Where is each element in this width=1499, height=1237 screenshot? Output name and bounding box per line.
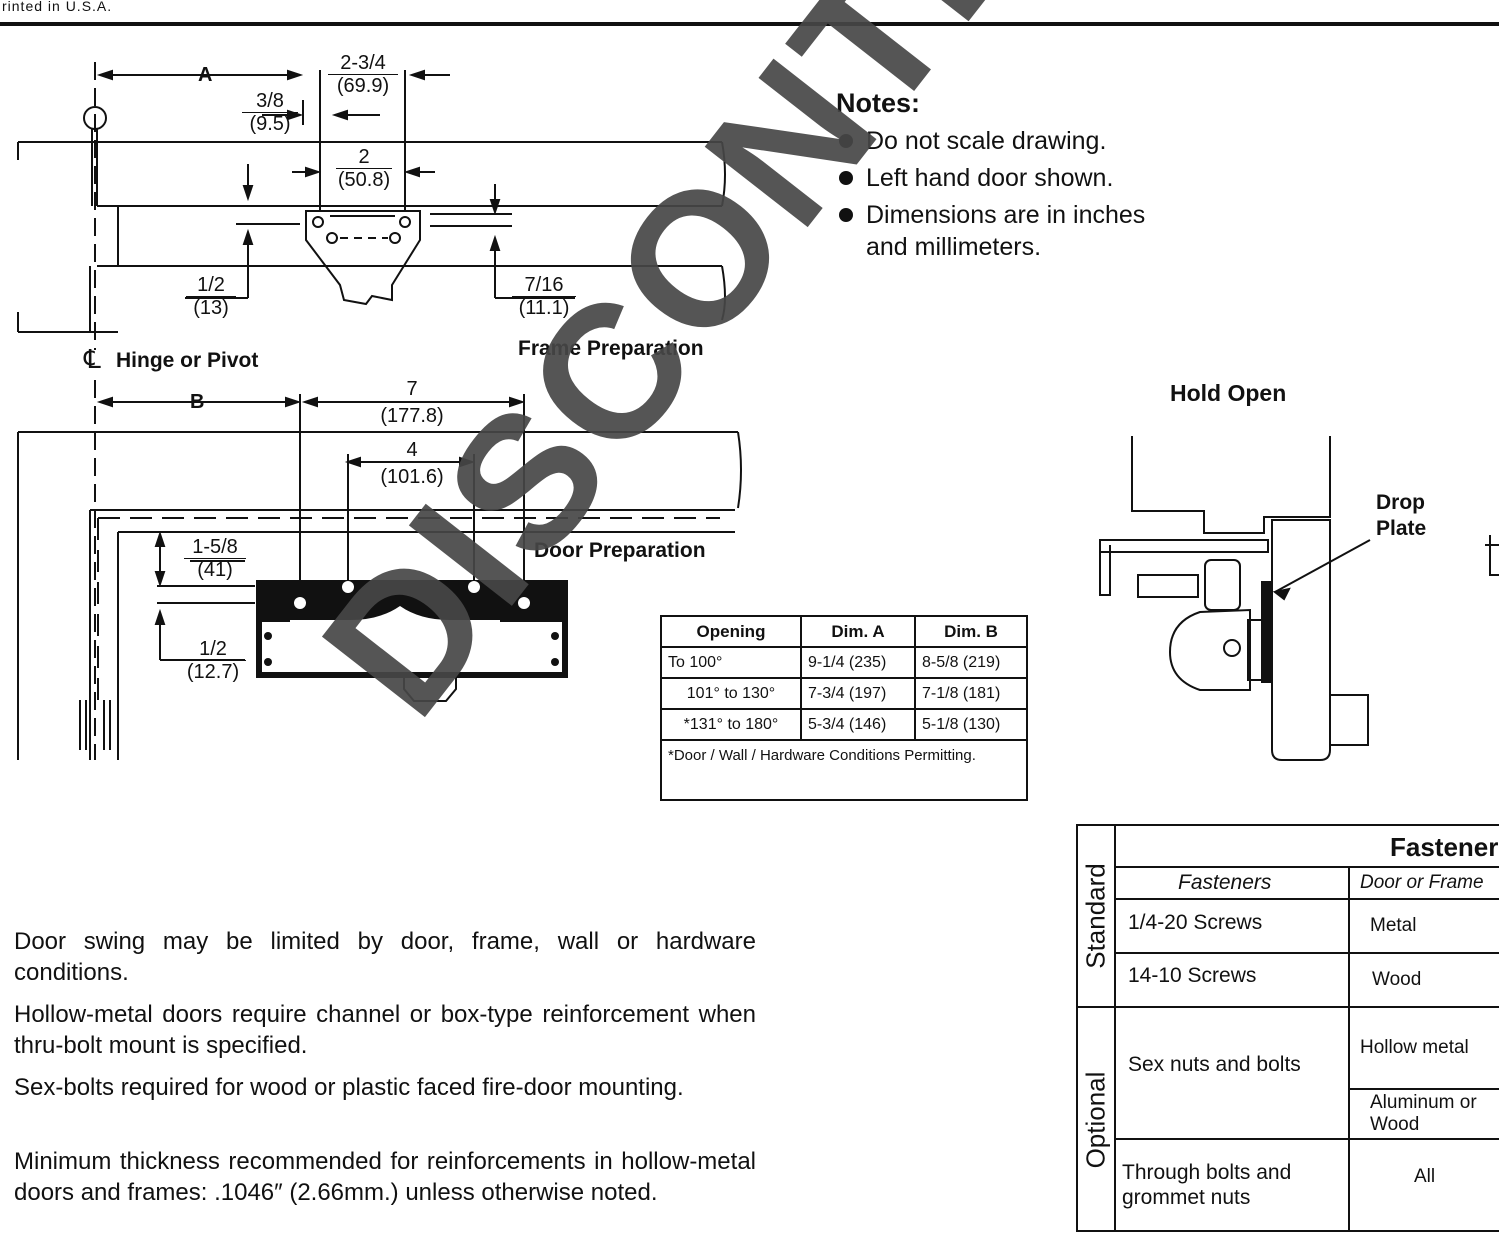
paragraph-min-thickness: Minimum thickness recommended for reinfo…: [14, 1148, 756, 1206]
divider: [1348, 1088, 1499, 1090]
divider: [1348, 866, 1350, 1230]
cell-opening: To 100°: [660, 646, 802, 679]
dim-4-in: 4: [406, 439, 418, 461]
divider: [1114, 1138, 1499, 1140]
table-header-row: Opening Dim. A Dim. B: [660, 615, 1028, 648]
top-rule: [0, 22, 1499, 26]
cell-opening: 101° to 130°: [660, 677, 802, 710]
dim-3-8-in: 3/8: [242, 90, 298, 113]
paragraph-door-swing: Door swing may be limited by door, frame…: [14, 928, 756, 986]
dim-7-16-mm: (11.1): [518, 297, 570, 319]
notes-section: Notes: Do not scale drawing. Left hand d…: [836, 88, 1186, 268]
col-door-frame: Door or Frame: [1360, 872, 1484, 893]
table-row: To 100° 9-1/4 (235) 8-5/8 (219): [660, 646, 1028, 679]
paragraph-sex-bolts: Sex-bolts required for wood or plastic f…: [14, 1074, 684, 1101]
optional-label: Optional: [1080, 1071, 1111, 1169]
cell-dim-a: 7-3/4 (197): [800, 677, 916, 710]
hold-open-drawing: [1099, 436, 1499, 761]
dimension-table: Opening Dim. A Dim. B To 100° 9-1/4 (235…: [660, 615, 1028, 801]
dim-2-mm: (50.8): [337, 169, 391, 191]
notes-heading: Notes:: [836, 88, 921, 118]
hold-open-title: Hold Open: [1170, 380, 1287, 406]
dim-2: 2 (50.8): [336, 146, 392, 191]
dim-7: 7: [372, 378, 452, 400]
cell-dim-a: 9-1/4 (235): [800, 646, 916, 679]
dim-7-in: 7: [406, 378, 418, 400]
table-footnote: *Door / Wall / Hardware Conditions Permi…: [660, 739, 1028, 801]
cell-dim-a: 5-3/4 (146): [800, 708, 916, 741]
dim-1-2-frame: 1/2 (13): [186, 274, 236, 319]
dim-7-16: 7/16 (11.1): [512, 274, 576, 319]
dim-1-5-8-mm: (41): [197, 559, 233, 581]
fastener-row-4: Through bolts and grommet nuts: [1122, 1161, 1292, 1209]
cell-opening: *131° to 180°: [660, 708, 802, 741]
material-row-4: All: [1414, 1166, 1436, 1187]
paragraph-hollow-metal: Hollow-metal doors require channel or bo…: [14, 1001, 756, 1059]
divider: [1114, 898, 1499, 900]
dim-2-3-4-mm: (69.9): [336, 75, 390, 97]
material-row-3b: Aluminum or Wood: [1370, 1092, 1477, 1135]
door-preparation-title: Door Preparation: [534, 539, 706, 562]
note-item: Left hand door shown.: [836, 162, 1186, 194]
fasteners-title: Fasteners: [1390, 831, 1499, 862]
dim-4: 4: [372, 439, 452, 461]
material-row-2: Wood: [1372, 969, 1422, 990]
table-row: *131° to 180° 5-3/4 (146) 5-1/8 (130): [660, 708, 1028, 741]
fastener-row-3: Sex nuts and bolts: [1128, 1053, 1301, 1076]
cell-dim-b: 8-5/8 (219): [914, 646, 1028, 679]
closer-body: [256, 580, 568, 702]
divider: [1114, 1006, 1499, 1008]
dim-1-2-frame-in: 1/2: [186, 274, 236, 297]
dim-2-3-4-in: 2-3/4: [328, 52, 398, 75]
fasteners-table: Standard Optional Fasteners Fasteners Do…: [1076, 824, 1499, 1232]
printed-in-usa: rinted in U.S.A.: [2, 0, 113, 14]
dim-4-mm: (101.6): [380, 466, 444, 488]
col-dim-b: Dim. B: [914, 615, 1028, 648]
dim-a-label: A: [198, 64, 213, 86]
divider: [1114, 952, 1499, 954]
material-row-3: Hollow metal: [1360, 1037, 1469, 1058]
optional-label-cell: Optional: [1078, 1006, 1116, 1230]
centerline-icon: ℄: [84, 344, 101, 374]
dim-2-3-4: 2-3/4 (69.9): [328, 52, 398, 97]
dim-1-2-door: 1/2 (12.7): [180, 638, 246, 683]
col-opening: Opening: [660, 615, 802, 648]
standard-label: Standard: [1080, 863, 1111, 969]
dim-7-mm: (177.8): [380, 405, 444, 427]
dim-3-8: 3/8 (9.5): [242, 90, 298, 135]
frame-drawing: [17, 62, 726, 350]
cell-dim-b: 7-1/8 (181): [914, 677, 1028, 710]
dim-1-2-door-mm: (12.7): [186, 661, 240, 683]
notes-list: Do not scale drawing. Left hand door sho…: [836, 125, 1186, 263]
dim-7-16-in: 7/16: [512, 274, 576, 297]
frame-preparation-title: Frame Preparation: [518, 337, 704, 360]
dim-1-2-door-in: 1/2: [180, 638, 246, 661]
col-dim-a: Dim. A: [800, 615, 916, 648]
note-item: Do not scale drawing.: [836, 125, 1186, 157]
table-footnote-row: *Door / Wall / Hardware Conditions Permi…: [660, 739, 1028, 801]
fastener-row-2: 14-10 Screws: [1128, 964, 1257, 987]
divider: [1114, 866, 1499, 868]
cell-dim-b: 5-1/8 (130): [914, 708, 1028, 741]
note-item: Dimensions are in inches and millimeters…: [836, 199, 1186, 263]
material-row-1: Metal: [1370, 915, 1417, 936]
dim-2-in: 2: [336, 146, 392, 169]
standard-label-cell: Standard: [1078, 826, 1116, 1006]
col-fasteners: Fasteners: [1178, 871, 1272, 894]
dim-1-5-8: 1-5/8 (41): [184, 536, 246, 581]
dim-1-2-frame-mm: (13): [193, 297, 229, 319]
dim-3-8-mm: (9.5): [249, 113, 291, 135]
hinge-pivot-label: Hinge or Pivot: [116, 349, 259, 372]
dim-b-label: B: [190, 391, 205, 413]
fastener-row-1: 1/4-20 Screws: [1128, 911, 1263, 934]
dim-1-5-8-in: 1-5/8: [184, 536, 246, 559]
drop-plate-label: Drop Plate: [1376, 491, 1427, 540]
table-row: 101° to 130° 7-3/4 (197) 7-1/8 (181): [660, 677, 1028, 710]
